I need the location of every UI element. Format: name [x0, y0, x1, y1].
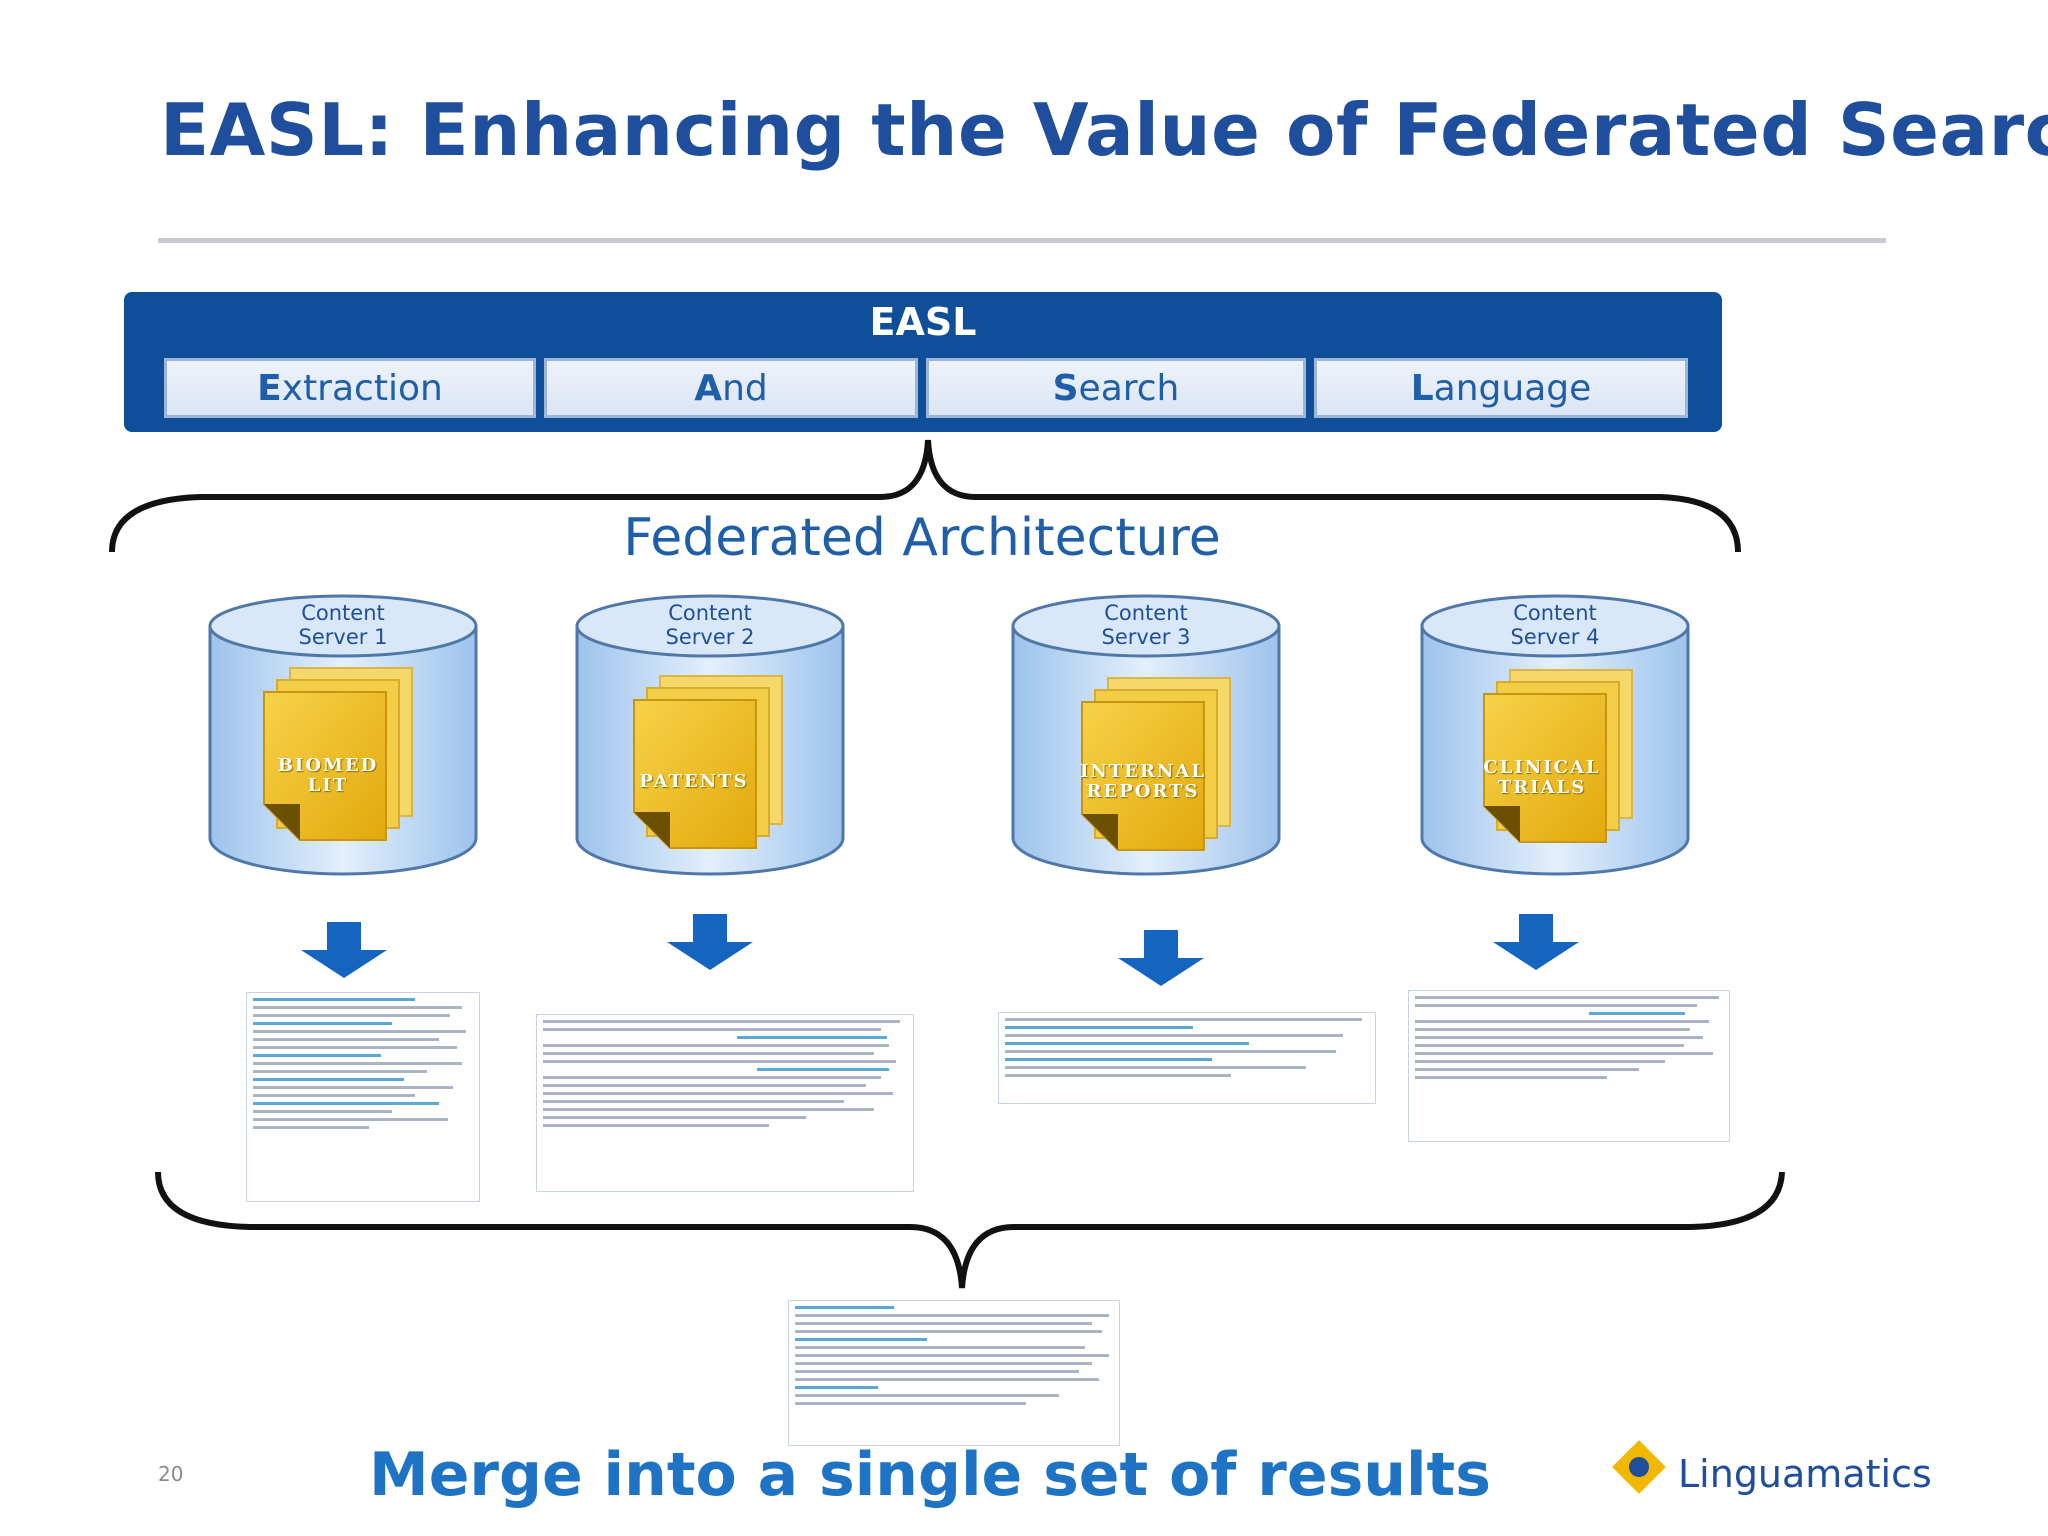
biomed-lit-label: BIOMED LIT	[248, 756, 408, 796]
easl-word-initial: S	[1052, 367, 1079, 409]
easl-label: EASL	[869, 300, 977, 344]
document-stack-patents-icon	[633, 675, 783, 849]
document-stack-clinical-trials-icon	[1483, 669, 1633, 843]
easl-word-initial: L	[1410, 367, 1434, 409]
doc-label-line: CLINICAL	[1483, 757, 1601, 778]
linguamatics-logo-icon	[1612, 1440, 1666, 1494]
server-label-line: Content	[301, 601, 385, 625]
linguamatics-logo: Linguamatics	[1612, 1446, 1932, 1502]
federated-architecture-label: Federated Architecture	[623, 508, 1221, 568]
results-thumbnail-merged	[788, 1300, 1120, 1446]
easl-word-initial: E	[257, 367, 282, 409]
down-arrow-icon	[667, 914, 753, 970]
easl-word-rest: xtraction	[281, 367, 443, 409]
patents-label: PATENTS	[614, 772, 774, 792]
doc-label-line: REPORTS	[1086, 781, 1200, 802]
server-label-line: Content	[1104, 601, 1188, 625]
slide-title: EASL: Enhancing the Value of Federated S…	[160, 88, 2048, 172]
easl-word-rest: nd	[722, 367, 768, 409]
down-arrow-icon	[1493, 914, 1579, 970]
top-brace	[109, 439, 1741, 553]
document-stack-biomed-icon	[263, 667, 413, 841]
results-thumbnail-internal-reports	[998, 1012, 1376, 1104]
server-3-label: Content Server 3	[1036, 601, 1256, 649]
clinical-trials-label: CLINICAL TRIALS	[1462, 758, 1622, 798]
doc-label-line: INTERNAL	[1079, 761, 1207, 782]
doc-label-line: TRIALS	[1497, 777, 1587, 798]
server-2-label: Content Server 2	[600, 601, 820, 649]
doc-label-line: BIOMED	[277, 755, 379, 776]
easl-word-rest: anguage	[1433, 367, 1592, 409]
merge-results-label: Merge into a single set of results	[369, 1440, 1491, 1510]
easl-word-rest: earch	[1078, 367, 1180, 409]
title-divider	[158, 238, 1886, 243]
document-stack-internal-reports-icon	[1081, 677, 1231, 851]
doc-label-line: PATENTS	[639, 771, 749, 792]
server-label-line: Server 1	[298, 625, 388, 649]
results-thumbnail-patents	[536, 1014, 914, 1192]
down-arrow-icon	[301, 922, 387, 978]
easl-word-initial: A	[694, 367, 723, 409]
server-label-line: Content	[1513, 601, 1597, 625]
logo-text: Linguamatics	[1678, 1452, 1932, 1496]
down-arrow-icon	[1118, 930, 1204, 986]
server-1-label: Content Server 1	[233, 601, 453, 649]
results-thumbnail-clinical-trials	[1408, 990, 1730, 1142]
results-thumbnail-biomed	[246, 992, 480, 1202]
server-label-line: Content	[668, 601, 752, 625]
bottom-brace	[155, 1171, 1785, 1289]
internal-reports-label: INTERNAL REPORTS	[1063, 762, 1223, 802]
server-label-line: Server 4	[1510, 625, 1600, 649]
server-label-line: Server 3	[1101, 625, 1191, 649]
page-number: 20	[158, 1462, 184, 1486]
server-label-line: Server 2	[665, 625, 755, 649]
doc-label-line: LIT	[307, 775, 349, 796]
server-4-label: Content Server 4	[1445, 601, 1665, 649]
